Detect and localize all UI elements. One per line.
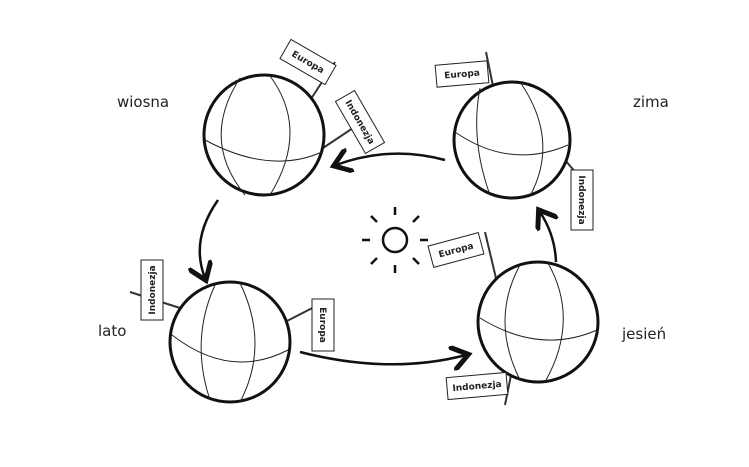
flag-europe-autumn: Europa [427, 232, 485, 268]
globe-autumn [476, 231, 600, 406]
flag-indonesia-summer: Indonezja [140, 259, 164, 321]
flag-indonesia-spring: Indonezja [334, 89, 386, 155]
globe-spring [202, 61, 366, 197]
arrow-autumn-to-winter [540, 212, 556, 263]
svg-text:Europa: Europa [444, 68, 480, 81]
svg-text:Indonezja: Indonezja [452, 380, 502, 394]
arrow-winter-to-spring [336, 154, 446, 165]
arrow-spring-to-summer [200, 199, 220, 278]
sun-icon [362, 207, 428, 273]
label-spring: wiosna [117, 93, 170, 111]
flag-indonesia-autumn: Indonezja [445, 371, 509, 401]
label-summer: lato [98, 322, 127, 340]
flag-europe-winter: Europa [434, 60, 490, 88]
svg-text:Europa: Europa [317, 307, 327, 343]
arrow-summer-to-autumn [299, 352, 466, 364]
svg-text:Indonezja: Indonezja [148, 265, 158, 314]
globe-summer [129, 280, 329, 404]
flag-indonesia-winter: Indonezja [570, 169, 594, 231]
globe-winter [452, 51, 583, 200]
flag-europe-spring: Europa [279, 38, 337, 86]
label-autumn: jesień [622, 325, 667, 343]
label-winter: zima [633, 93, 669, 111]
svg-text:Indonezja: Indonezja [576, 175, 586, 224]
flag-europe-summer: Europa [311, 298, 335, 352]
